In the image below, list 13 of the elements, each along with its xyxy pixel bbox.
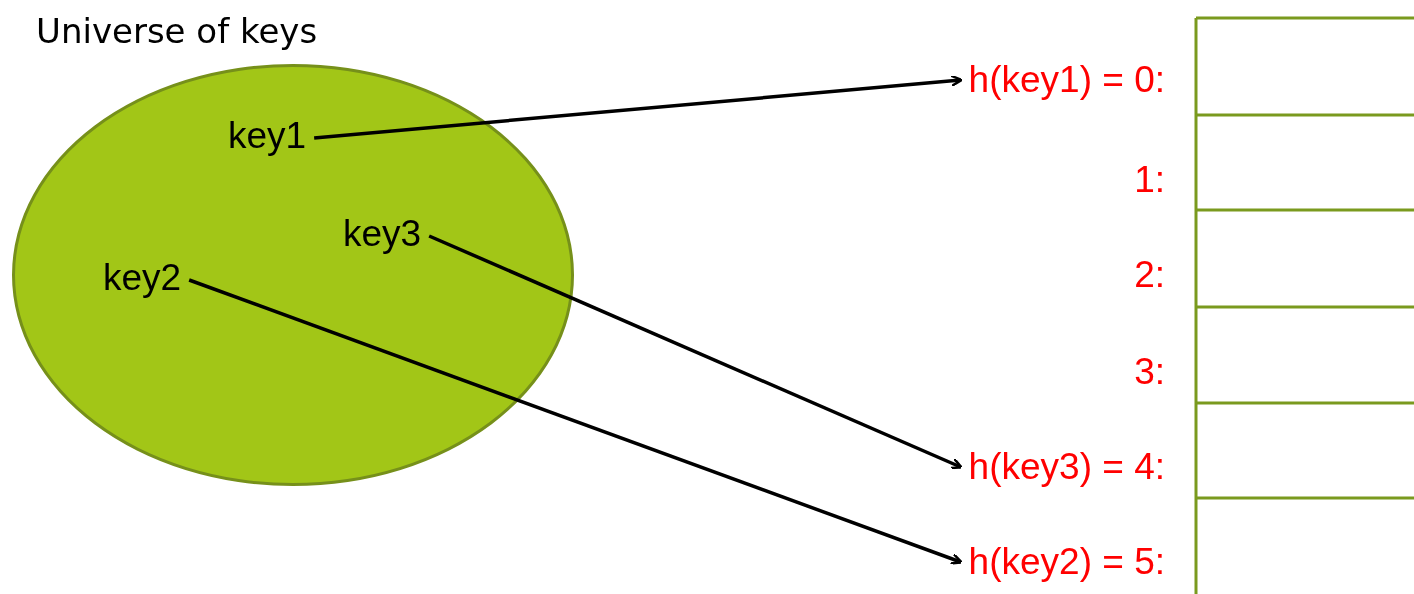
arrow [188, 278, 963, 565]
set-heading: Universe of keys [36, 10, 318, 53]
key-label: key3 [343, 212, 422, 256]
arrow [314, 74, 963, 140]
hash-index-label: h(key2) = 5: [968, 540, 1165, 584]
arrow [428, 234, 963, 470]
row-index-label: 3: [1134, 350, 1165, 394]
row-index-label: 2: [1134, 253, 1165, 297]
hash-index-label: h(key1) = 0: [968, 58, 1165, 102]
row-index-label: 1: [1134, 158, 1165, 202]
key-label: key1 [228, 114, 307, 158]
key-label: key2 [103, 256, 182, 300]
hash-index-label: h(key3) = 4: [968, 445, 1165, 489]
